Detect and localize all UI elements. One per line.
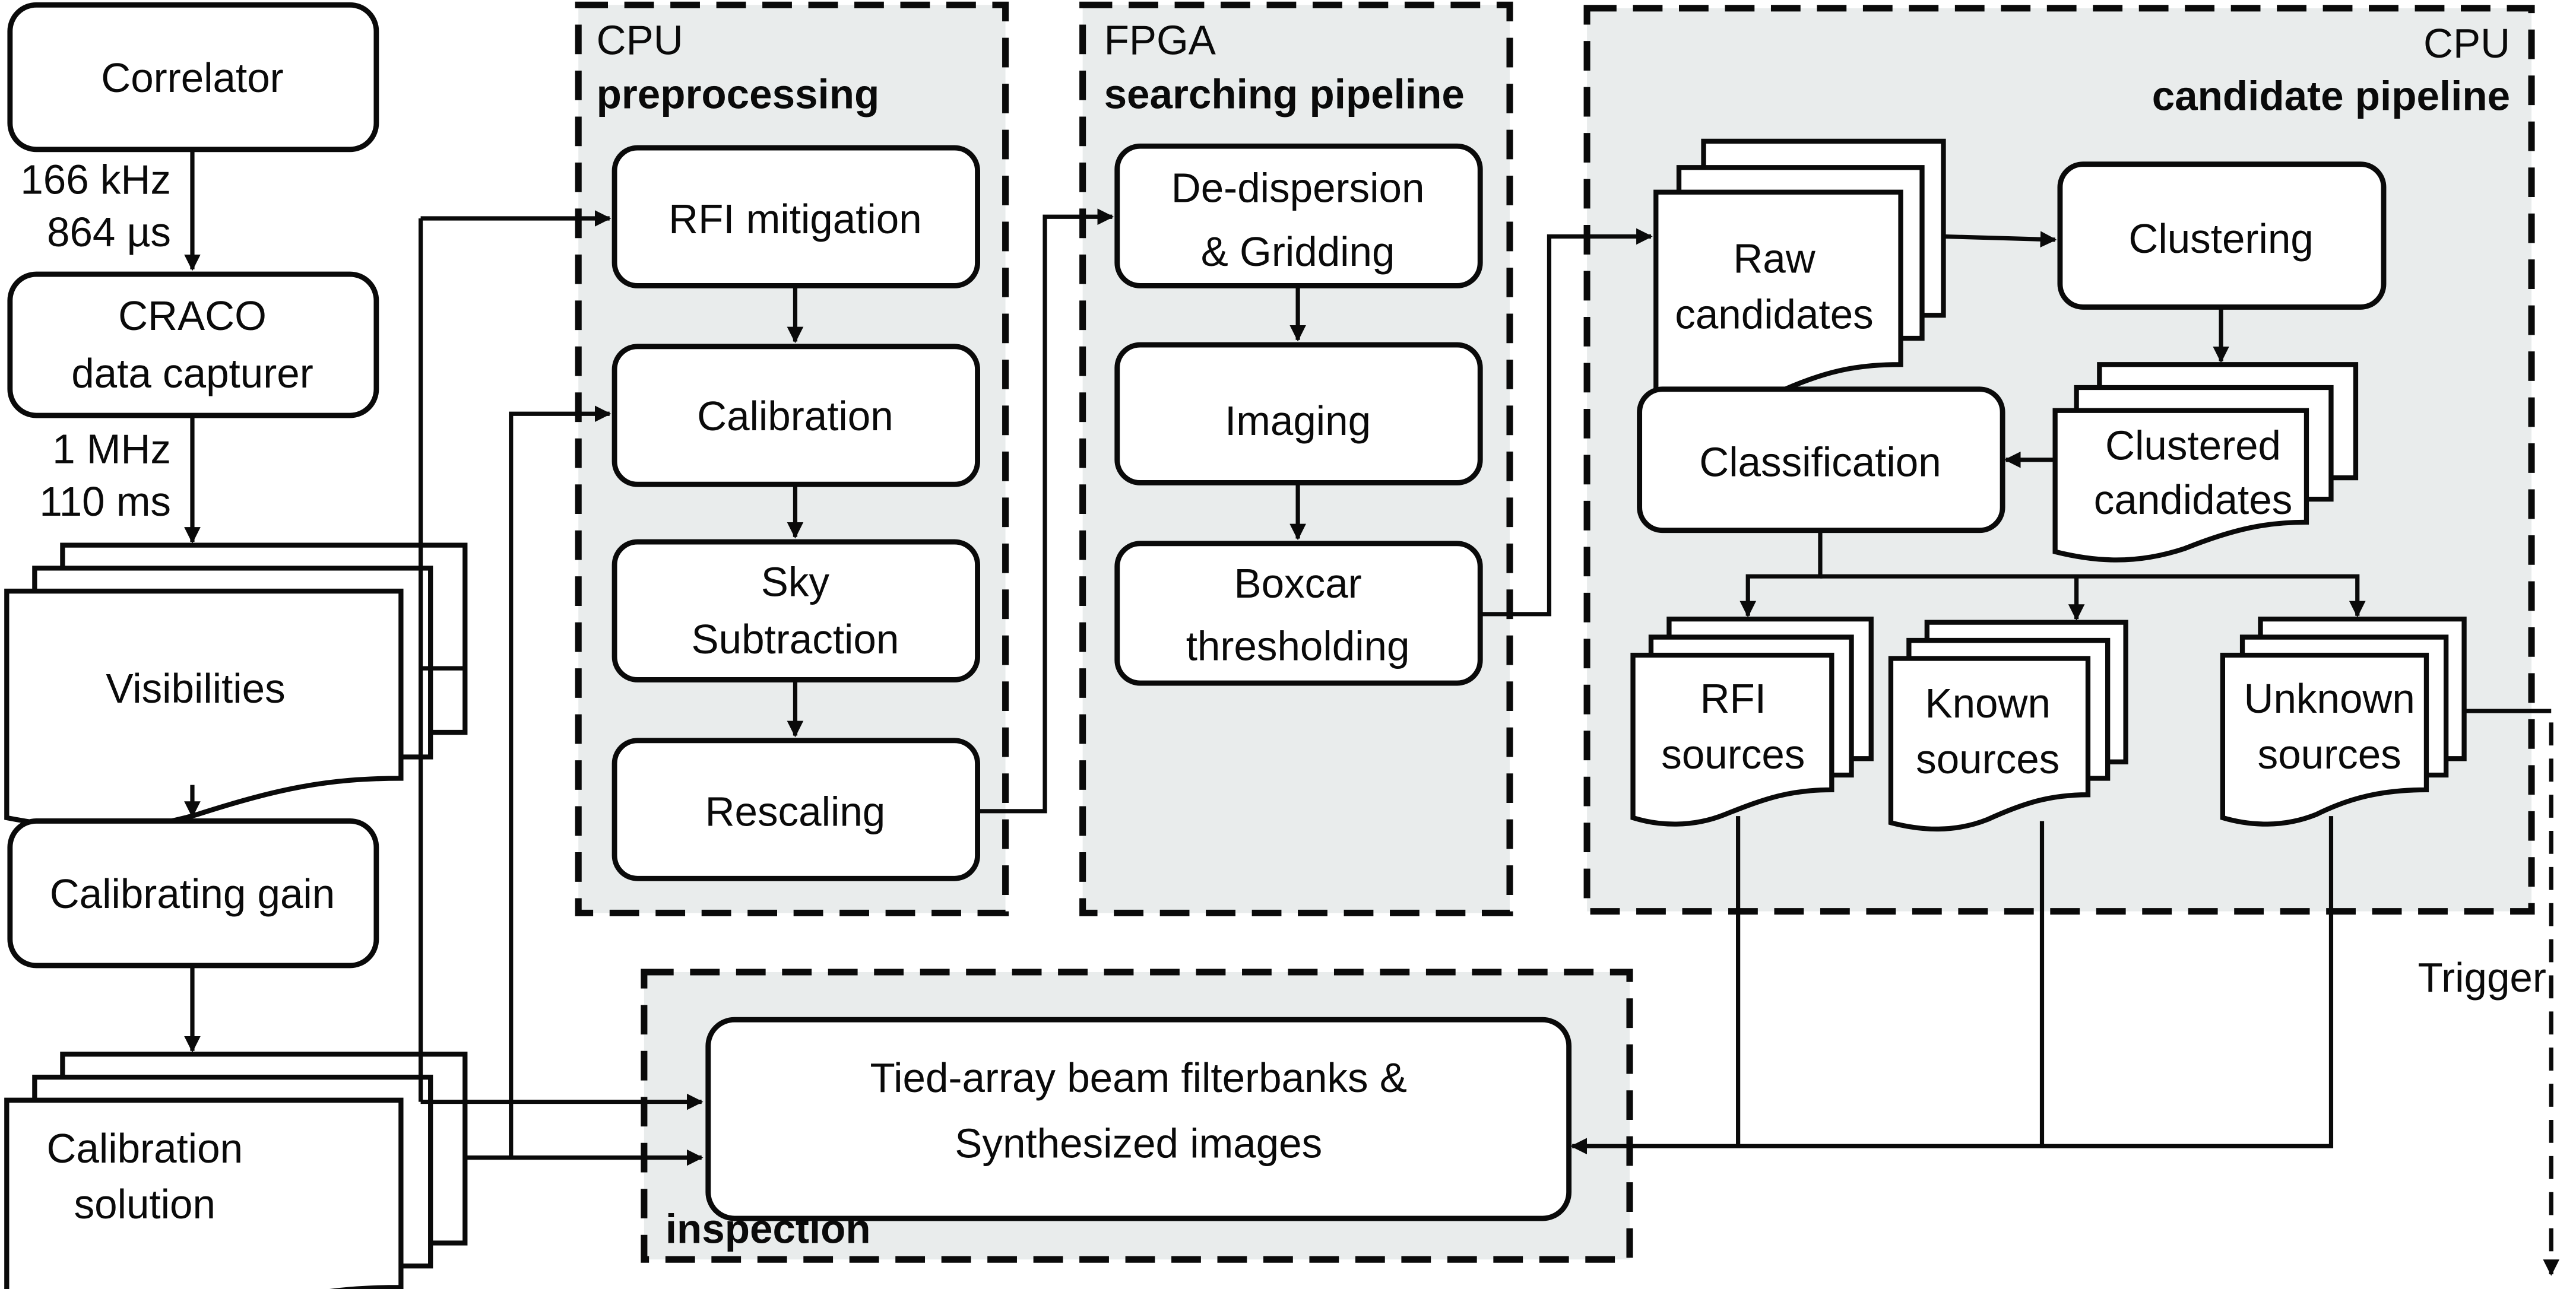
node-unknown-sources[interactable]: Unknown sources [2220, 616, 2467, 827]
calsolution-label-1: Calibration [46, 1125, 243, 1171]
candidate-title-cpu: CPU [2423, 20, 2510, 66]
edge-calsolution-calibration [509, 405, 611, 1158]
unknown-sources-label-1: Unknown [2244, 675, 2415, 722]
calsolution-label-2: solution [74, 1181, 216, 1227]
node-rfi-sources[interactable]: RFI sources [1630, 616, 1874, 827]
node-known-sources[interactable]: Known sources [1888, 620, 2128, 832]
sky-label-2: Subtraction [692, 616, 899, 662]
node-visibilities[interactable]: Visibilities [4, 542, 468, 831]
sky-label-1: Sky [761, 558, 830, 605]
node-craco-capturer[interactable]: CRACO data capturer [7, 271, 379, 418]
raw-candidates-label-2: candidates [1675, 291, 1874, 337]
capturer-label-1: CRACO [118, 293, 267, 339]
imaging-label: Imaging [1225, 398, 1371, 444]
correlator-label: Correlator [101, 55, 283, 101]
edge-sources-inspection [1570, 816, 2334, 1155]
clustering-label: Clustering [2128, 215, 2313, 262]
node-classification[interactable]: Classification [1637, 386, 2005, 534]
rate1-time: 864 µs [47, 209, 171, 255]
boxcar-label-2: thresholding [1186, 623, 1410, 669]
preprocessing-title-cpu: CPU [597, 17, 683, 63]
unknown-sources-label-2: sources [2258, 731, 2401, 777]
edge-boxcar-rawcandidates [1480, 228, 1653, 617]
rfi-sources-label-1: RFI [1700, 675, 1766, 722]
node-imaging[interactable]: Imaging [1114, 342, 1483, 485]
visibilities-label: Visibilities [106, 665, 285, 712]
node-rfi-mitigation[interactable]: RFI mitigation [611, 145, 980, 288]
classification-label: Classification [1699, 439, 1941, 485]
rate2-time: 110 ms [39, 478, 171, 525]
rate2-frequency: 1 MHz [52, 426, 171, 472]
dedispersion-label-2: & Gridding [1201, 228, 1395, 275]
dedispersion-label-1: De-dispersion [1171, 164, 1425, 211]
node-calibration-solution[interactable]: Calibration solution [4, 1052, 468, 1289]
calibration-label: Calibration [697, 393, 893, 439]
inspection-node-label-1: Tied-array beam filterbanks & [870, 1055, 1407, 1101]
rescaling-label: Rescaling [705, 789, 886, 835]
node-clustering[interactable]: Clustering [2057, 161, 2387, 310]
preprocessing-title: preprocessing [597, 71, 880, 118]
candidate-title: candidate pipeline [2152, 72, 2510, 119]
node-rescaling[interactable]: Rescaling [611, 738, 980, 881]
boxcar-label-1: Boxcar [1234, 560, 1361, 607]
calibrating-gain-label: Calibrating gain [50, 871, 335, 917]
trigger-label: Trigger [2417, 954, 2546, 1001]
known-sources-label-2: sources [1916, 736, 2059, 782]
raw-candidates-label-1: Raw [1733, 235, 1815, 281]
inspection-node-label-2: Synthesized images [955, 1120, 1322, 1167]
rfi-sources-label-2: sources [1661, 731, 1805, 777]
rfi-mitigation-label: RFI mitigation [668, 196, 922, 242]
node-boxcar-thresholding[interactable]: Boxcar thresholding [1114, 541, 1483, 686]
clustered-label-1: Clustered [2105, 423, 2281, 469]
node-sky-subtraction[interactable]: Sky Subtraction [611, 539, 980, 682]
node-raw-candidates[interactable]: Raw candidates [1653, 138, 1946, 411]
node-correlator[interactable]: Correlator [7, 2, 379, 153]
node-calibrating-gain[interactable]: Calibrating gain [7, 818, 379, 969]
node-clustered-candidates[interactable]: Clustered candidates [2052, 362, 2359, 563]
searching-title: searching pipeline [1104, 71, 1465, 118]
known-sources-label-1: Known [1925, 680, 2050, 726]
node-calibration[interactable]: Calibration [611, 344, 980, 487]
rate1-frequency: 166 kHz [20, 156, 171, 202]
capturer-label-2: data capturer [71, 350, 313, 396]
node-tied-array-beam[interactable]: Tied-array beam filterbanks & Synthesize… [705, 1017, 1572, 1221]
edge-rescaling-dedispersion [977, 208, 1114, 814]
edge-raw-clustering [1943, 231, 2057, 248]
searching-title-fpga: FPGA [1104, 17, 1216, 63]
edge-classification-unknown [1820, 574, 2366, 618]
node-dedispersion-gridding[interactable]: De-dispersion & Gridding [1114, 143, 1483, 288]
clustered-label-2: candidates [2094, 477, 2293, 523]
edge-classification-rfi [1739, 530, 1823, 618]
